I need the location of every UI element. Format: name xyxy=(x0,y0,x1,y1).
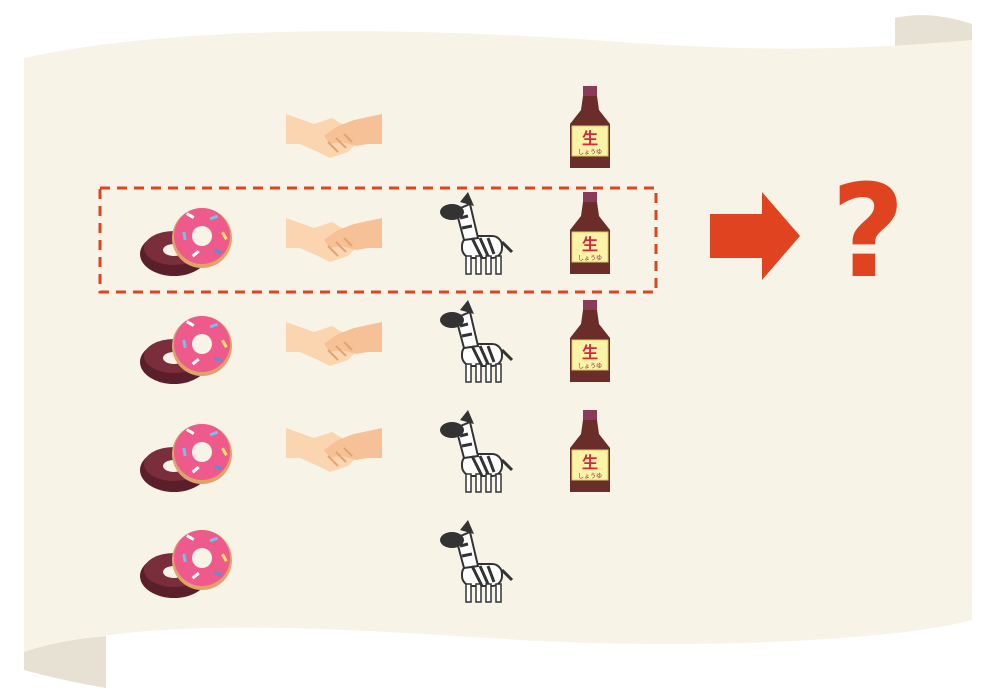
scroll-paper xyxy=(24,15,972,688)
highlight-dashed-box xyxy=(98,186,658,294)
right-arrow-icon xyxy=(710,192,800,280)
question-mark: ? xyxy=(830,158,906,307)
